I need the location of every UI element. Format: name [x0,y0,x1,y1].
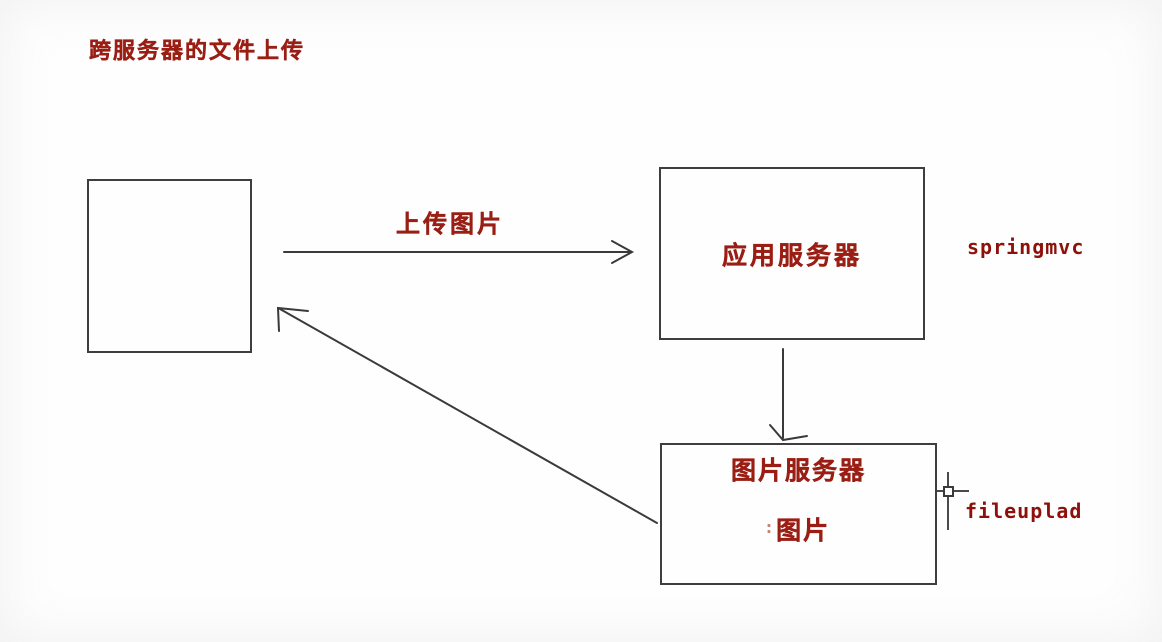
springmvc-annotation: springmvc [967,235,1085,259]
return-arrow [278,308,657,523]
fileuplad-annotation: fileuplad [965,499,1083,523]
image-server-box: 图片服务器 ∶ 图片 [660,443,937,585]
app-server-box: 应用服务器 [659,167,925,340]
upload-arrow [284,241,632,263]
image-server-label: 图片服务器 [730,457,866,485]
image-server-content: ∶ 图片 [767,511,830,547]
upload-arrow-label: 上传图片 [396,211,504,238]
diagram-title: 跨服务器的文件上传 [89,38,306,63]
client-box [87,179,252,353]
faint-colon-mark: ∶ [766,521,774,538]
app-server-label: 应用服务器 [721,241,862,270]
transfer-arrow [770,349,807,440]
image-label: 图片 [776,517,831,545]
